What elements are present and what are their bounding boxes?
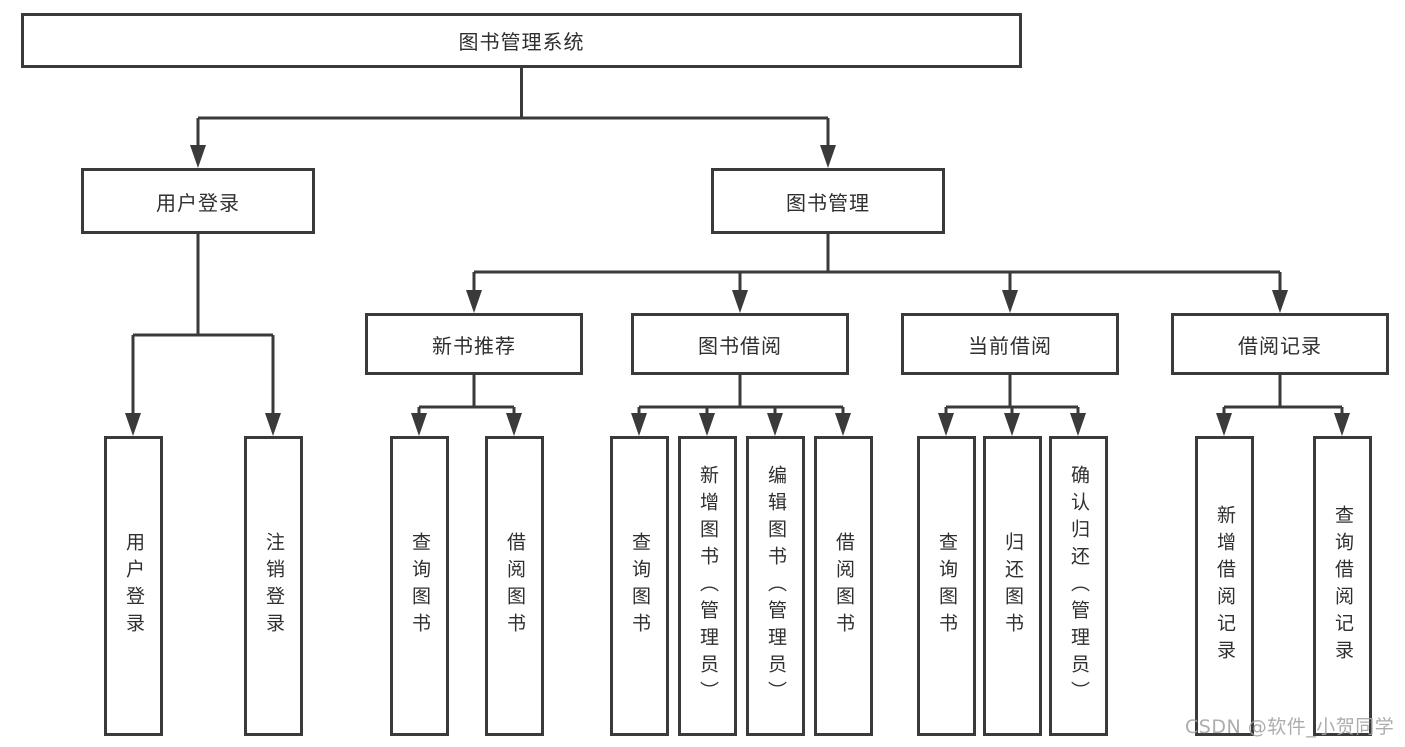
node-book-management-label: 图书管理: [786, 190, 870, 215]
node-book-borrowing-label: 图书借阅: [698, 333, 782, 358]
leaf-logout: 注销登录: [244, 436, 303, 736]
leaf-return-books-label: 归还图书: [1002, 532, 1024, 640]
node-book-borrowing: 图书借阅: [631, 313, 849, 375]
node-book-management: 图书管理: [711, 168, 945, 234]
node-root: 图书管理系统: [21, 13, 1022, 68]
leaf-query-borrow-record: 查询借阅记录: [1313, 436, 1372, 736]
leaf-add-borrow-record-label: 新增借阅记录: [1214, 505, 1236, 667]
leaf-query-books-borrowing: 查询图书: [610, 436, 669, 736]
node-user-login-label: 用户登录: [156, 190, 240, 215]
leaf-confirm-return-admin-label: 确认归还（管理员）: [1068, 464, 1090, 708]
node-borrowing-records: 借阅记录: [1171, 313, 1389, 375]
node-borrowing-records-label: 借阅记录: [1238, 333, 1322, 358]
leaf-query-books-borrowing-label: 查询图书: [629, 532, 651, 640]
node-user-login: 用户登录: [81, 168, 315, 234]
node-new-book-recommendation: 新书推荐: [365, 313, 583, 375]
leaf-add-book-admin: 新增图书（管理员）: [678, 436, 737, 736]
node-current-borrowing-label: 当前借阅: [968, 333, 1052, 358]
leaf-borrow-books-recommend: 借阅图书: [485, 436, 544, 736]
leaf-return-books: 归还图书: [983, 436, 1042, 736]
node-root-label: 图书管理系统: [458, 30, 585, 54]
leaf-confirm-return-admin: 确认归还（管理员）: [1049, 436, 1108, 736]
leaf-add-book-admin-label: 新增图书（管理员）: [697, 464, 719, 708]
leaf-query-books-recommend: 查询图书: [390, 436, 449, 736]
arrowheads: [125, 145, 1350, 436]
leaf-query-books-current-label: 查询图书: [936, 532, 958, 640]
leaf-add-borrow-record: 新增借阅记录: [1195, 436, 1254, 736]
leaf-edit-book-admin-label: 编辑图书（管理员）: [765, 464, 787, 708]
leaf-borrow-books-borrowing-label: 借阅图书: [833, 532, 855, 640]
leaf-query-books-recommend-label: 查询图书: [409, 532, 431, 640]
node-new-book-recommendation-label: 新书推荐: [432, 333, 516, 358]
leaf-borrow-books-recommend-label: 借阅图书: [504, 532, 526, 640]
leaf-user-login: 用户登录: [104, 436, 163, 736]
csdn-watermark: CSDN @软件_小贺同学: [1185, 716, 1395, 738]
leaf-logout-label: 注销登录: [263, 532, 285, 640]
leaf-edit-book-admin: 编辑图书（管理员）: [746, 436, 805, 736]
leaf-query-borrow-record-label: 查询借阅记录: [1332, 505, 1354, 667]
leaf-user-login-label: 用户登录: [123, 532, 145, 640]
leaf-query-books-current: 查询图书: [917, 436, 976, 736]
leaf-borrow-books-borrowing: 借阅图书: [814, 436, 873, 736]
node-current-borrowing: 当前借阅: [901, 313, 1119, 375]
